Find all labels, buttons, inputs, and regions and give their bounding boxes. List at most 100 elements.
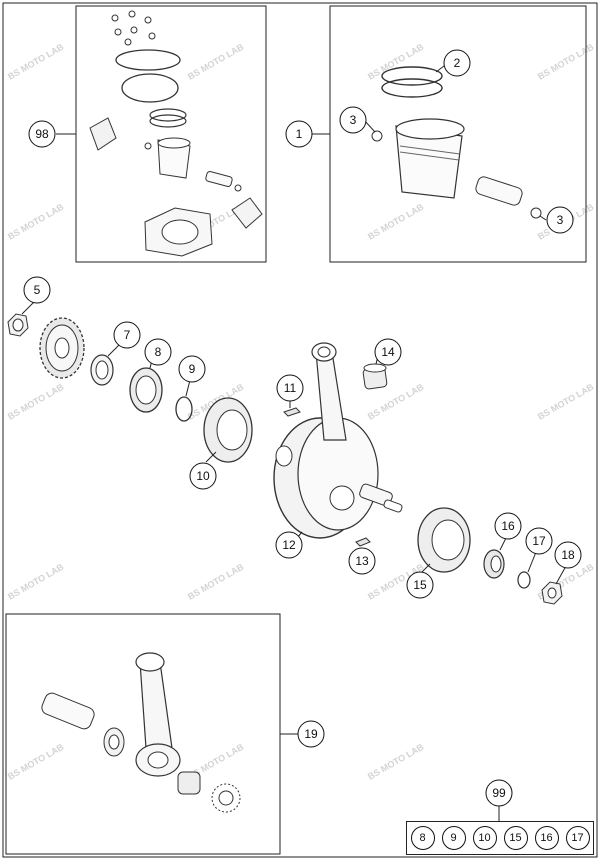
thrust-washer [103,727,125,757]
washer-17 [517,571,531,589]
clip [144,142,152,150]
pin-bearing [41,692,95,730]
needle-bearing-14 [362,363,388,390]
watermark: BS MOTO LAB [186,561,246,601]
primary-gear [39,317,85,379]
watermark-layer: BS MOTO LAB BS MOTO LAB BS MOTO LAB BS M… [6,41,596,781]
svg-text:17: 17 [532,534,546,548]
svg-text:1: 1 [296,127,303,141]
kit-item-9: 9 [441,826,466,850]
bearing-15 [417,507,471,573]
watermark: BS MOTO LAB [6,201,66,241]
callouts: 98 1 2 3 3 5 7 8 9 10 11 12 13 14 15 16 … [23,49,582,821]
piston-ring [381,78,443,98]
big-end-bearing [177,771,201,795]
kit-98-small-parts [111,10,156,46]
svg-text:16: 16 [501,519,515,533]
gasket-ring [115,49,181,71]
svg-text:2: 2 [454,56,461,70]
callout-2: 2 [443,49,471,77]
conrod-kit-box [5,613,298,855]
svg-text:18: 18 [561,548,575,562]
o-ring-9 [175,396,193,422]
piston-pin-small [205,170,233,188]
callout-98: 98 [28,120,56,148]
woodruff-key-13 [355,537,371,547]
shaft-seal-8 [129,367,163,413]
callout-13: 13 [348,547,376,575]
svg-text:11: 11 [284,381,297,395]
callout-10: 10 [189,462,217,490]
callout-9: 9 [178,355,206,383]
callout-8: 8 [144,338,172,366]
nut-5 [7,313,29,337]
watermark: BS MOTO LAB [6,561,66,601]
svg-text:3: 3 [557,213,564,227]
watermark: BS MOTO LAB [6,381,66,421]
watermark: BS MOTO LAB [366,41,426,81]
kit-98-box [56,5,267,263]
piston-ring [149,114,187,128]
svg-text:8: 8 [155,345,162,359]
svg-text:15: 15 [413,578,427,592]
piston-pin [475,176,523,206]
circlip [530,207,542,219]
thrust-washer-gear [211,783,241,813]
woodruff-key-11 [283,407,301,417]
callout-14: 14 [374,338,402,366]
svg-text:13: 13 [355,554,369,568]
clip [234,184,242,192]
piston-ring [149,108,187,122]
reed-gasket [89,117,117,151]
kit-item-15: 15 [503,826,528,850]
conrod-19 [135,652,181,777]
watermark: BS MOTO LAB [366,201,426,241]
watermark: BS MOTO LAB [6,741,66,781]
callout-99: 99 [485,779,513,807]
callout-5: 5 [23,276,51,304]
svg-text:99: 99 [492,786,506,800]
kit-item-17: 17 [565,826,590,850]
watermark: BS MOTO LAB [186,41,246,81]
svg-text:7: 7 [124,328,131,342]
spacer-7 [90,354,114,386]
callout-19: 19 [297,720,325,748]
kit-99-contents: 8 9 10 15 16 17 [406,821,594,855]
kit-item-8: 8 [410,826,435,850]
callout-7: 7 [113,321,141,349]
watermark: BS MOTO LAB [536,41,596,81]
watermark: BS MOTO LAB [6,41,66,81]
callout-18: 18 [554,541,582,569]
callout-17: 17 [525,527,553,555]
callout-16: 16 [494,512,522,540]
svg-text:9: 9 [189,362,196,376]
crankshaft-12 [273,342,403,539]
callout-3: 3 [339,106,367,134]
kit-item-16: 16 [534,826,559,850]
svg-text:10: 10 [196,469,210,483]
piston [395,118,465,199]
shaft-seal-16 [483,549,505,579]
callout-1: 1 [285,120,313,148]
crank-parts [7,301,567,605]
svg-text:3: 3 [350,113,357,127]
svg-text:19: 19 [304,727,318,741]
piston-box [312,5,587,263]
bearing-10 [203,397,253,463]
callout-11: 11 [276,374,304,402]
svg-text:12: 12 [282,538,296,552]
circlip [371,130,383,142]
callout-12: 12 [275,531,303,559]
exhaust-gasket [231,197,263,229]
watermark: BS MOTO LAB [536,381,596,421]
svg-text:98: 98 [35,127,49,141]
watermark: BS MOTO LAB [366,741,426,781]
kit-item-10: 10 [472,826,497,850]
callout-15: 15 [406,571,434,599]
svg-text:14: 14 [381,345,395,359]
piston-small [157,137,191,179]
nut-18 [541,581,563,605]
callout-3: 3 [546,206,574,234]
